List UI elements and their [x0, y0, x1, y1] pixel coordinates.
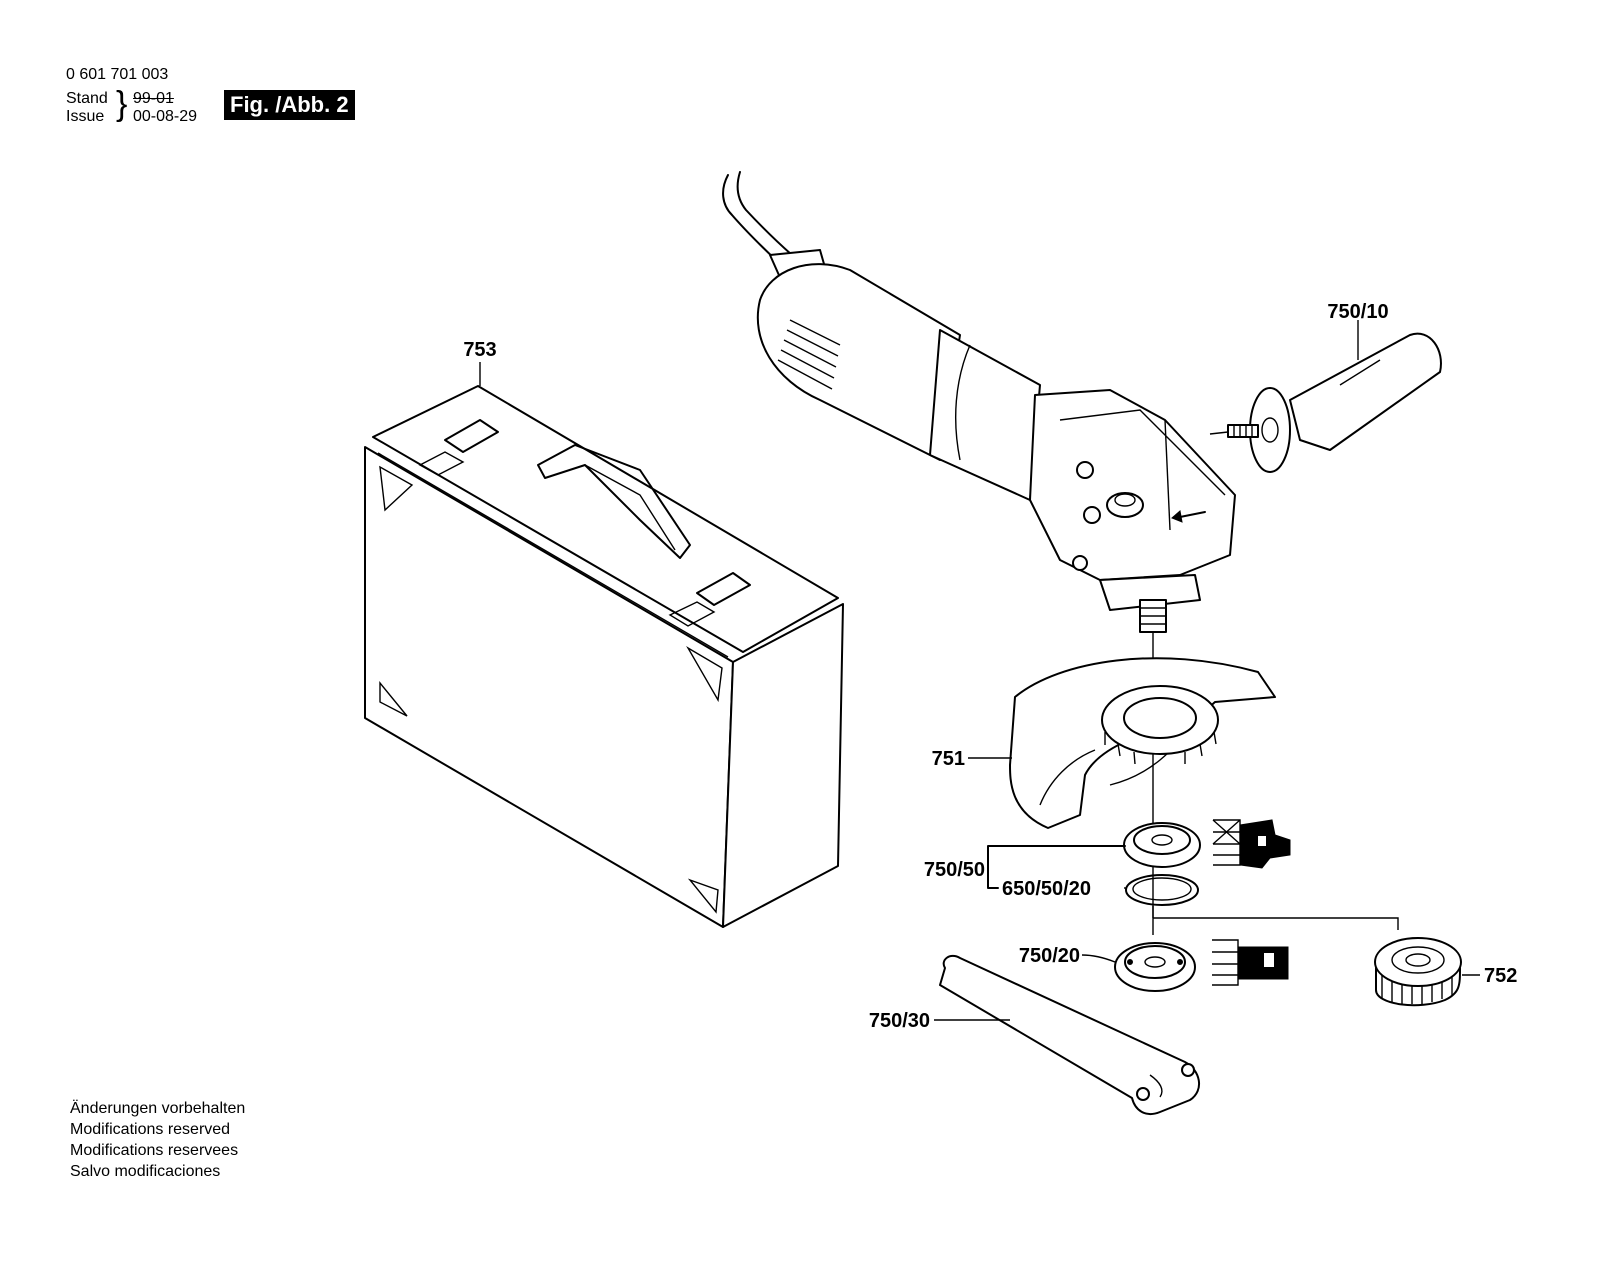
inner-flange	[1123, 819, 1291, 869]
callout-650-50-20: 650/50/20	[1002, 878, 1091, 900]
carrying-case	[364, 385, 844, 928]
wheel-guard	[1009, 657, 1276, 829]
brace-symbol: }	[116, 85, 128, 123]
part-number: 0 601 701 003	[66, 66, 169, 83]
clamping-nut	[1374, 937, 1462, 1007]
disclaimer-en: Modifications reserved	[70, 1121, 231, 1138]
disclaimer-de: Änderungen vorbehalten	[70, 1100, 246, 1117]
callout-753: 753	[463, 339, 496, 361]
angle-grinder	[722, 171, 1236, 935]
stand-label: Stand	[66, 90, 108, 107]
side-handle	[1209, 332, 1442, 473]
modifications-disclaimer: Änderungen vorbehalten Modifications res…	[70, 1098, 245, 1182]
disclaimer-es: Salvo modificaciones	[70, 1163, 221, 1180]
figure-badge: Fig. /Abb. 2	[224, 90, 355, 120]
callout-751: 751	[932, 748, 965, 770]
callout-750-10: 750/10	[1327, 301, 1388, 323]
spanner-wrench	[939, 954, 1200, 1116]
callout-752: 752	[1484, 965, 1517, 987]
o-ring	[1125, 874, 1199, 906]
issue-date: 00-08-29	[133, 108, 198, 125]
callout-750-50: 750/50	[924, 859, 985, 881]
issue-label: Issue	[66, 108, 105, 125]
callout-750-30: 750/30	[869, 1010, 930, 1032]
mounting-flange	[1114, 939, 1289, 992]
stand-date-struck: 99-01	[133, 90, 174, 107]
disclaimer-fr: Modifications reservees	[70, 1142, 239, 1159]
callout-750-20: 750/20	[1019, 945, 1080, 967]
